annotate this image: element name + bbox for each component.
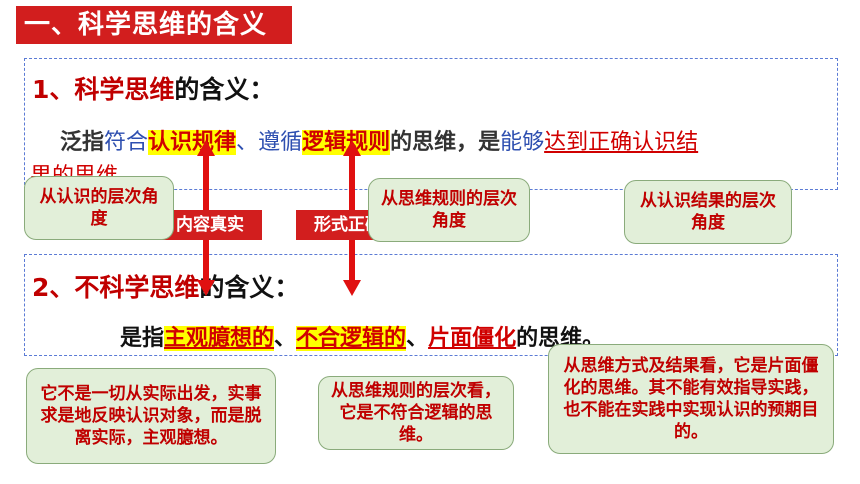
bubble-result-level: 从认识结果的层次角度 [624, 180, 792, 244]
definition-panel-unscientific [24, 254, 838, 356]
text-de-si-wei: 的思维，是 [390, 130, 501, 155]
arrow-down-head-icon [343, 280, 361, 296]
arrow-up-head-icon [197, 140, 215, 156]
text-comma-1: 、 [236, 130, 259, 155]
item2-definition-line: 是指主观臆想的、不合逻辑的、片面僵化的思维。 [120, 320, 604, 352]
bubble-thinking-rules: 从思维规则的层次角度 [368, 178, 530, 242]
text-fu-he: 符合 [104, 130, 149, 155]
bubble-rigid: 从思维方式及结果看，它是片面僵化的思维。其不能有效指导实践，也不能在实践中实现认… [548, 344, 834, 454]
highlight-cognition-law: 认识规律 [148, 130, 237, 155]
item1-definition-line: 泛指符合认识规律、遵循逻辑规则的思维，是能够达到正确认识结 [60, 124, 698, 156]
item2-heading-key: 2、不科学思维 [32, 273, 200, 302]
bubble-cognition-level: 从认识的层次角度 [24, 176, 174, 240]
text-comma-2: 、 [274, 326, 297, 351]
item1-heading-key: 1、科学思维 [32, 75, 175, 104]
definition-panel-scientific [24, 58, 838, 190]
text-shi-zhi: 是指 [120, 326, 165, 351]
text-zun-xun: 遵循 [258, 130, 303, 155]
text-fan-zhi: 泛指 [60, 130, 105, 155]
text-comma-3: 、 [406, 326, 429, 351]
section-title: 一、科学思维的含义 [16, 6, 292, 44]
bubble-illogical: 从思维规则的层次看，它是不符合逻辑的思维。 [318, 376, 514, 450]
highlight-subjective: 主观臆想的 [164, 326, 275, 351]
highlight-rigid: 片面僵化 [428, 326, 517, 351]
text-neng-gou: 能够 [500, 130, 545, 155]
item1-heading-rest: 的含义： [174, 75, 275, 104]
item2-heading: 2、不科学思维的含义： [32, 268, 299, 304]
item2-heading-rest: 的含义： [199, 273, 300, 302]
item1-heading: 1、科学思维的含义： [32, 70, 274, 106]
text-correct-result: 达到正确认识结 [544, 130, 699, 155]
arrow-up-head-icon [343, 140, 361, 156]
arrow-down-head-icon [197, 280, 215, 296]
highlight-illogical: 不合逻辑的 [296, 326, 407, 351]
bubble-not-practical: 它不是一切从实际出发，实事求是地反映认识对象，而是脱离实际，主观臆想。 [26, 368, 276, 464]
label-content-true: 内容真实 [158, 210, 262, 240]
